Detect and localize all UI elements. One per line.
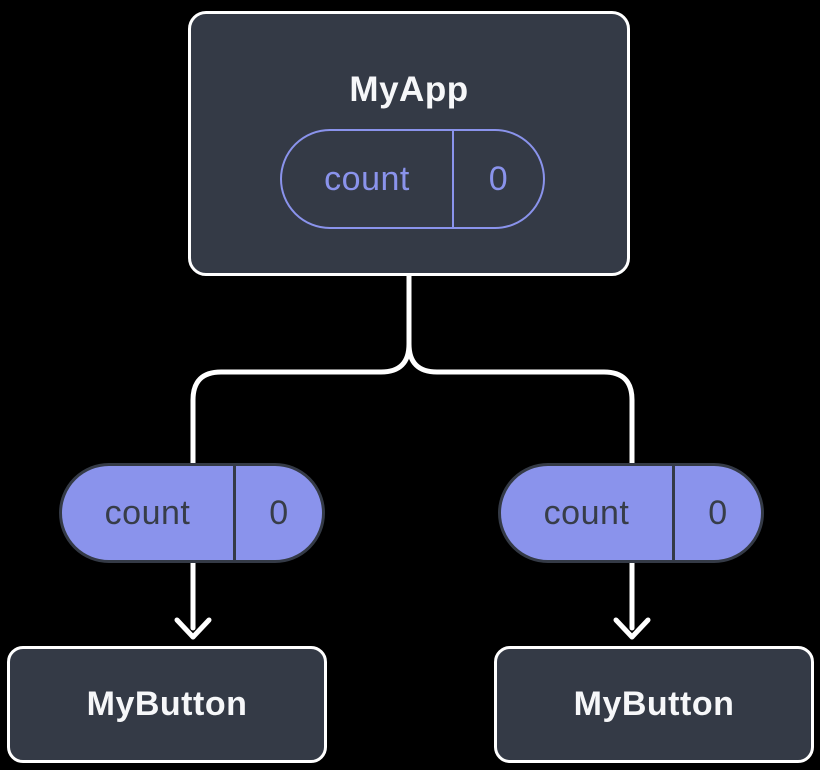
fork-connector-right bbox=[406, 271, 635, 470]
arrow-left-head-icon bbox=[174, 617, 212, 640]
prop-pill-left-key: count bbox=[62, 466, 236, 560]
root-component-label: MyApp bbox=[349, 70, 469, 109]
child-component-node-left: MyButton bbox=[7, 646, 327, 763]
prop-pill-right-key: count bbox=[501, 466, 675, 560]
prop-pill-left: count 0 bbox=[59, 463, 325, 563]
fork-connector-left bbox=[190, 271, 412, 470]
root-state-pill-value: 0 bbox=[488, 159, 509, 198]
child-component-node-right: MyButton bbox=[494, 646, 814, 763]
prop-pill-right-value: 0 bbox=[708, 493, 728, 532]
root-state-pill-key: count bbox=[282, 131, 454, 227]
arrow-right-head-icon bbox=[613, 617, 651, 640]
root-state-pill: count 0 bbox=[280, 129, 545, 229]
root-component-node: MyApp bbox=[188, 11, 630, 276]
prop-pill-right: count 0 bbox=[498, 463, 764, 563]
prop-pill-left-value: 0 bbox=[269, 493, 289, 532]
